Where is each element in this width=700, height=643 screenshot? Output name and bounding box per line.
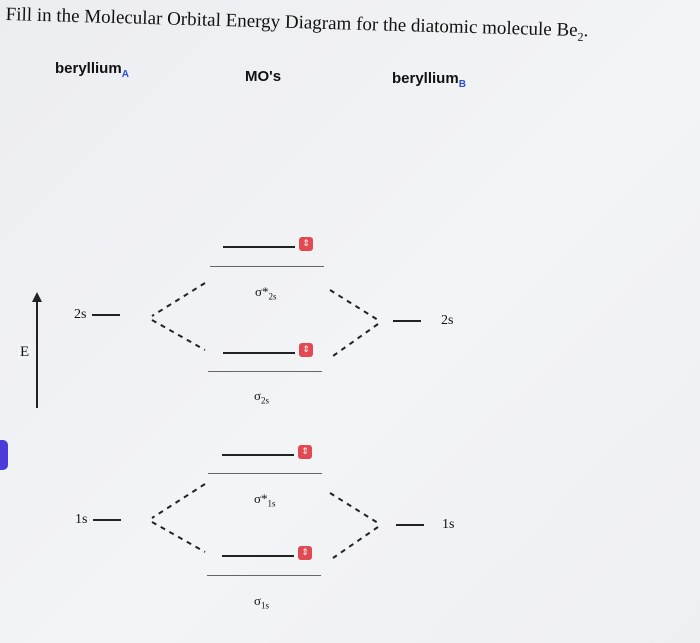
mo-label-sigma-star-2s: σ*2s [255,284,277,302]
electron-blank [222,555,294,557]
header-beryllium-b: berylliumB [392,70,466,90]
atomic-level-left-1s: 1s [75,512,127,528]
stepper-icon[interactable]: ⇕ [299,237,313,251]
energy-axis-arrow [32,292,42,408]
header-beryllium-a: berylliumA [55,60,129,80]
electron-blank [223,246,295,248]
level-label: 2s [441,313,454,328]
mo-slot-sigma-star-2s[interactable]: ⇕ [213,233,313,255]
stepper-icon[interactable]: ⇕ [299,343,313,357]
connector-line [332,323,379,357]
connector-line [329,492,379,524]
header-middle-name: MO's [245,68,282,85]
level-line [92,313,121,316]
mo-sub: 2s [268,291,277,302]
mo-sub: 1s [261,600,270,611]
electron-blank [223,352,295,354]
mo-slot-sigma-1s[interactable]: ⇕ [212,542,312,564]
stepper-icon[interactable]: ⇕ [298,546,312,560]
level-label: 2s [74,307,87,322]
divider [210,266,324,268]
mo-slot-sigma-2s[interactable]: ⇕ [213,339,313,361]
scroll-handle[interactable] [0,440,8,470]
header-right-sub: B [458,79,466,90]
mo-symbol: σ [254,593,262,608]
connector-line [329,289,379,321]
level-label: 1s [75,512,88,527]
atomic-level-right-2s: 2s [387,313,453,329]
atomic-level-left-2s: 2s [74,307,126,323]
level-label: 1s [442,517,455,532]
electron-blank [222,454,294,456]
level-line [93,518,122,521]
header-right-name: beryllium [392,70,459,87]
divider [208,371,322,373]
energy-axis-label: E [18,344,32,361]
stepper-icon[interactable]: ⇕ [298,445,312,459]
atomic-level-right-1s: 1s [390,517,454,533]
mo-sub: 2s [261,395,270,406]
mo-label-sigma-1s: σ1s [254,593,269,611]
connector-line [151,319,206,351]
level-line [393,319,421,322]
mo-symbol: σ* [254,491,268,506]
connector-line [332,526,379,559]
mo-label-sigma-2s: σ2s [254,388,269,406]
connector-line [151,282,206,317]
level-line [396,523,424,526]
header-left-sub: A [121,69,129,80]
header-mos: MO's [245,68,281,85]
header-left-name: beryllium [55,60,122,77]
mo-label-sigma-star-1s: σ*1s [254,491,276,509]
mo-sub: 1s [267,498,276,509]
mo-symbol: σ [254,388,262,403]
connector-line [151,483,206,519]
divider [208,473,322,475]
mo-slot-sigma-star-1s[interactable]: ⇕ [212,441,312,463]
divider [207,575,321,577]
mo-symbol: σ* [255,284,269,299]
connector-line [151,521,206,553]
